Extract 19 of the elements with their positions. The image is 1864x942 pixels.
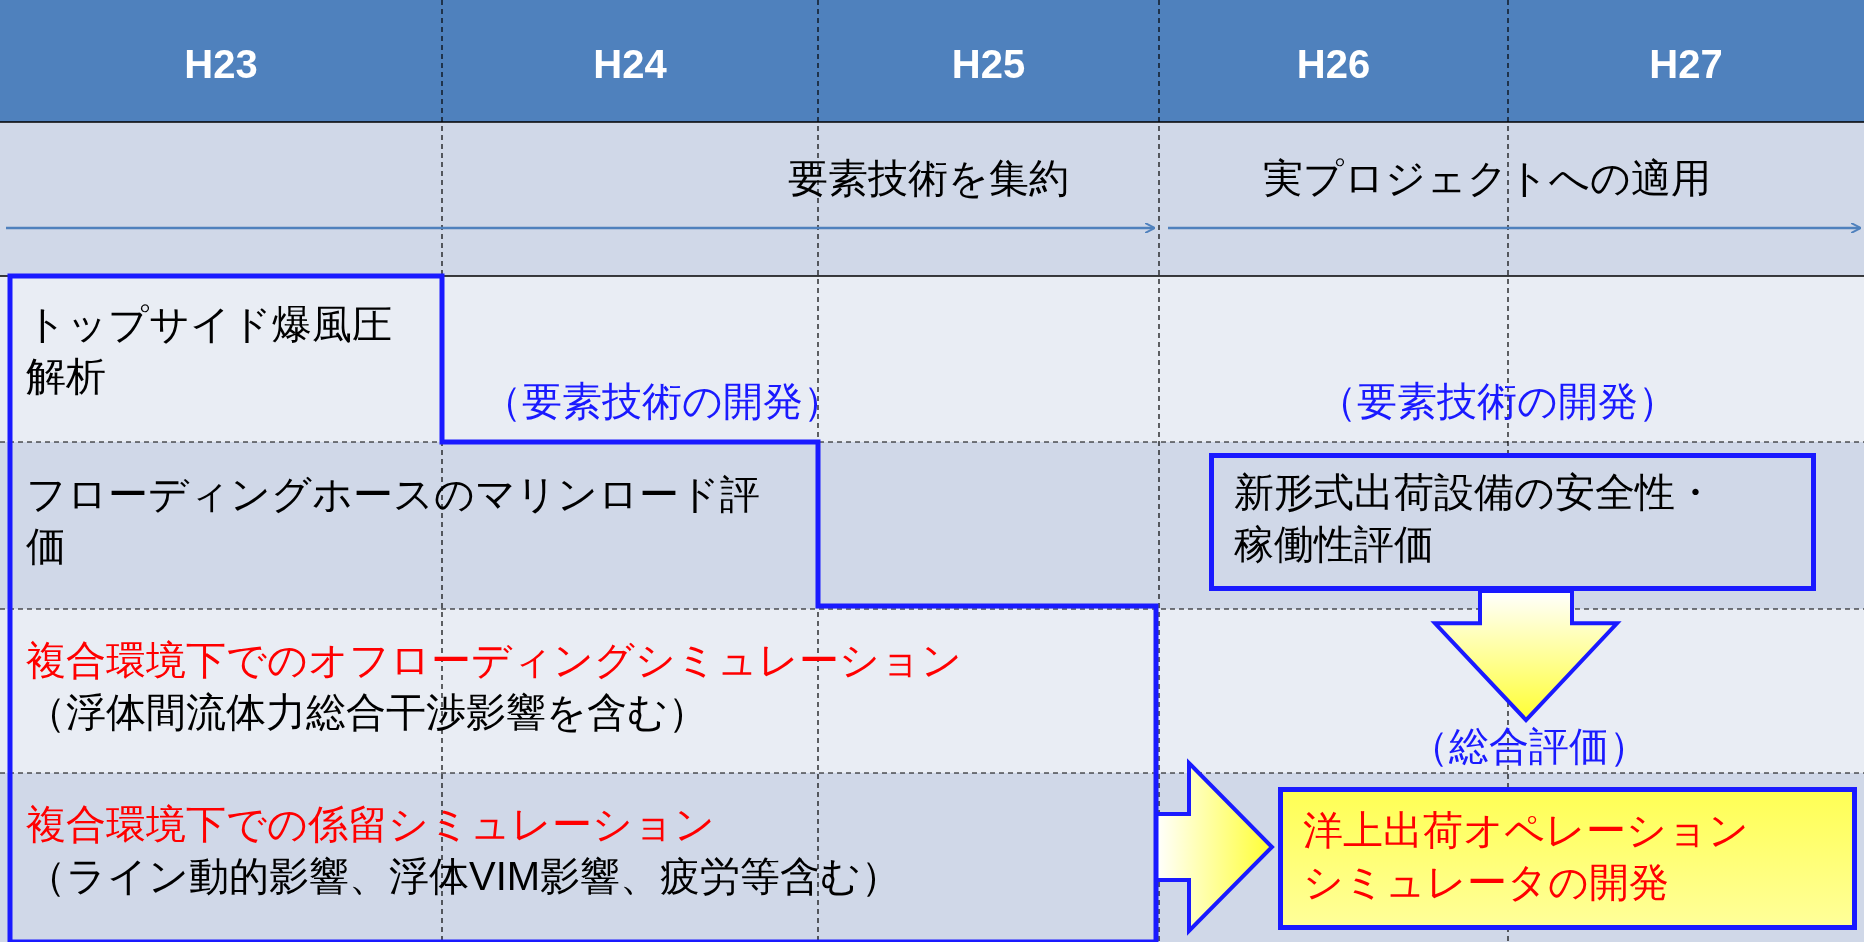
- header-cell-text: H23: [183, 41, 259, 88]
- task-label: 複合環境下での係留シミュレーション: [26, 801, 716, 848]
- development-box: 洋上出荷オペレーションシミュレータの開発: [1278, 787, 1857, 930]
- task-label: （浮体間流体力総合干渉影響を含む）: [26, 689, 709, 736]
- evaluation-label: （総合評価）: [1409, 723, 1650, 770]
- task-label: トップサイド爆風圧解析: [26, 301, 393, 400]
- phase-label: 要素技術を集約: [788, 155, 1069, 202]
- header-cell-text: H24: [592, 41, 668, 88]
- task-label: フローディングホースのマリンロード評価: [26, 471, 761, 570]
- header-cell-text: H27: [1648, 41, 1724, 88]
- region-label: （要素技術の開発）: [1317, 378, 1678, 425]
- header-cell-text: H26: [1295, 41, 1372, 88]
- evaluation-box: 新形式出荷設備の安全性・稼働性評価: [1209, 453, 1816, 591]
- task-label: 複合環境下でのオフローディングシミュレーション: [26, 637, 963, 684]
- block-arrow: [1430, 589, 1622, 723]
- phase-label: 実プロジェクトへの適用: [1263, 155, 1711, 202]
- region-label: （要素技術の開発）: [482, 378, 843, 425]
- task-label: （ライン動的影響、浮体VIM影響、疲労等含む）: [26, 853, 903, 900]
- header-cell-text: H25: [950, 41, 1027, 88]
